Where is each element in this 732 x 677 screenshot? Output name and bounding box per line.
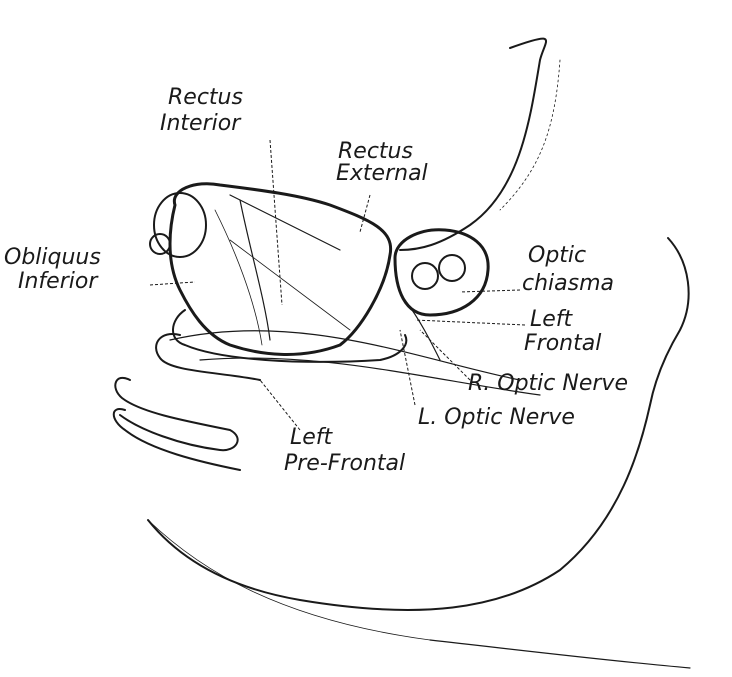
label-left-pre-frontal-line2: Pre-Frontal [284,451,405,476]
eyeball [150,184,406,362]
label-rectus-interior-line1: Rectus [168,85,243,110]
label-left-pre-frontal: Left Pre-Frontal [284,425,405,476]
label-obliquus-inferior: Obliquus Inferior [4,245,108,294]
label-rectus-external: Rectus External [336,139,428,186]
label-optic-chiasma: Optic chiasma [522,243,614,296]
label-r-optic-nerve: R. Optic Nerve [468,371,628,396]
label-l-optic-nerve: L. Optic Nerve [418,405,575,430]
labels: Rectus Interior Rectus External Obliquus… [4,85,628,476]
label-left-frontal-line1: Left [530,307,574,332]
label-rectus-interior: Rectus Interior [160,85,250,136]
label-left-pre-frontal-line1: Left [290,425,334,450]
label-optic-chiasma-line1: Optic [528,243,586,268]
label-optic-chiasma-line2: chiasma [522,271,614,296]
label-left-frontal-line2: Frontal [524,331,601,356]
label-left-frontal: Left Frontal [524,307,601,356]
label-obliquus-inferior-line1: Obliquus [4,245,101,270]
label-rectus-interior-line2: Interior [160,111,242,136]
label-obliquus-inferior-line2: Inferior [18,269,99,294]
label-rectus-external-line2: External [336,161,428,186]
